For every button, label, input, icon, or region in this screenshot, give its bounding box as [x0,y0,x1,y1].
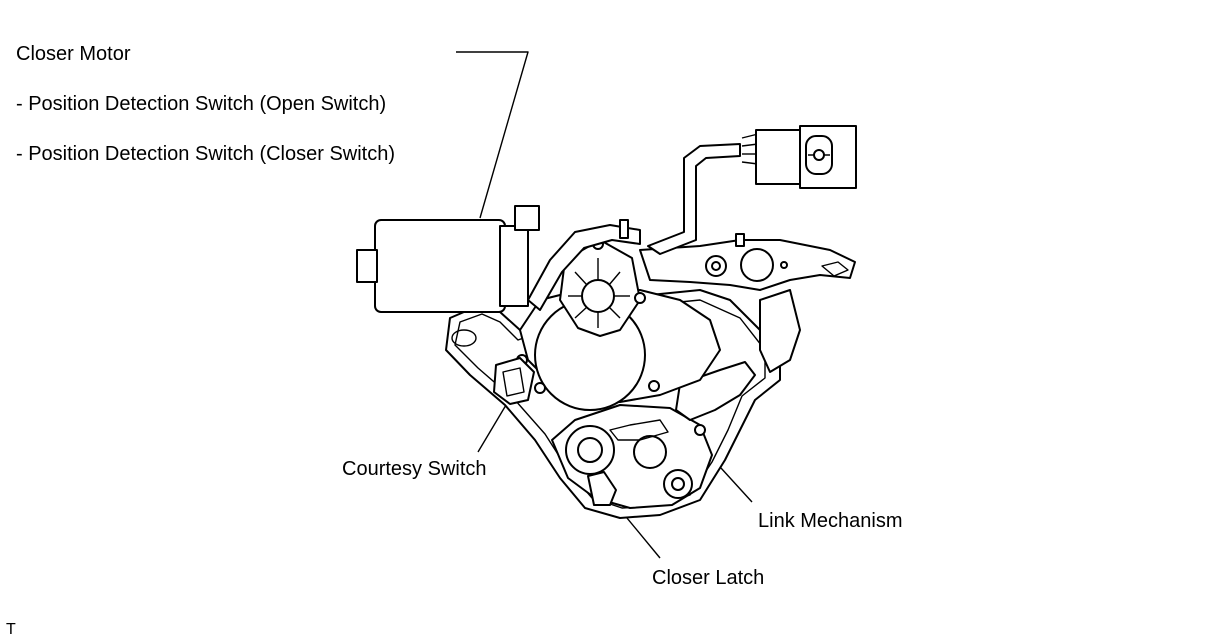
bracket-hook [821,261,849,277]
latch-ratchet-hole [577,437,603,463]
leader-closer-motor [456,51,529,219]
closer-motor-terminal [514,205,540,231]
courtesy-switch-slot [502,367,525,397]
label-courtesy-switch: Courtesy Switch [342,458,487,480]
courtesy-switch-body [493,357,535,405]
label-closer-motor: Closer Motor [16,43,131,65]
link-arm [675,361,756,421]
bracket-rivet-center [711,261,721,271]
wire-harness [647,143,741,255]
closer-motor-shaft [356,249,378,283]
latch-pivot-center [671,477,685,491]
bracket-tab [735,233,745,247]
label-closer-latch: Closer Latch [652,567,765,589]
label-closer-switch: - Position Detection Switch (Closer Swit… [16,143,396,165]
screw-right [634,292,646,304]
link-hole [694,424,706,436]
screw-lower-right [648,380,660,392]
latch-slot [609,419,669,441]
bracket-boss [740,248,774,282]
connector-latch-knob [813,149,825,161]
label-open-switch: - Position Detection Switch (Open Switch… [16,93,387,115]
link-lever [759,289,801,373]
label-link-mechanism: Link Mechanism [758,510,903,532]
mount-hole-left [451,329,477,347]
connector-housing [755,129,807,185]
latch-pawl [633,435,667,469]
screw-lower-left [534,382,546,394]
gear-spokes [568,258,630,328]
bracket-hole [780,261,788,269]
closer-latch-hook [587,471,617,506]
corner-mark: T [6,621,16,638]
closer-motor-body [374,219,506,313]
harness-clip [619,219,629,239]
closer-motor-endcap [499,225,529,307]
